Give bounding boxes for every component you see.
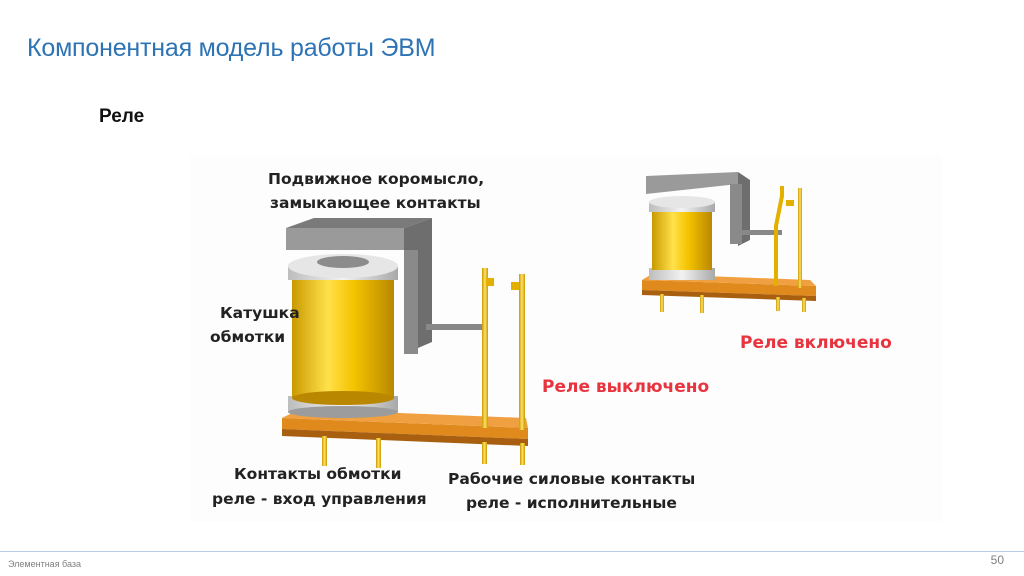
relay-off-drawing — [282, 218, 528, 468]
label-power-contacts-line2: реле - исполнительные — [466, 494, 677, 512]
relay-off-coil — [292, 274, 394, 398]
page-number: 50 — [990, 553, 1004, 567]
relay-on-contact-post — [774, 186, 784, 286]
label-power-contacts-line1: Рабочие силовые контакты — [448, 470, 695, 488]
slide-title: Компонентная модель работы ЭВМ — [27, 34, 436, 62]
relay-illustration: Подвижное коромысло, замыкающее контакты… — [210, 170, 892, 512]
label-coil-line1: Катушка — [220, 304, 300, 322]
relay-on-contact-post — [798, 188, 802, 288]
relay-on-coil — [652, 208, 712, 270]
relay-on-drawing — [642, 172, 816, 313]
label-coil-contacts-line2: реле - вход управления — [212, 490, 427, 508]
section-heading: Реле — [99, 106, 145, 127]
relay-off-base — [282, 418, 528, 439]
state-off-label: Реле выключено — [542, 377, 709, 397]
state-on-label: Реле включено — [740, 333, 892, 353]
label-coil-contacts-line1: Контакты обмотки — [234, 465, 402, 483]
relay-figure: Подвижное коромысло, замыкающее контакты… — [190, 156, 942, 522]
label-coil-line2: обмотки — [210, 328, 285, 346]
relay-on-base — [642, 280, 816, 296]
footer-divider — [0, 551, 1024, 552]
relay-off-contact-post — [482, 268, 488, 428]
label-armature-line2: замыкающее контакты — [270, 194, 481, 212]
footer-section-name: Элементная база — [8, 559, 82, 569]
relay-off-contact-post — [519, 274, 525, 430]
relay-off-armature — [286, 228, 404, 250]
label-armature-line1: Подвижное коромысло, — [268, 170, 484, 188]
relay-on-armature — [646, 172, 738, 194]
